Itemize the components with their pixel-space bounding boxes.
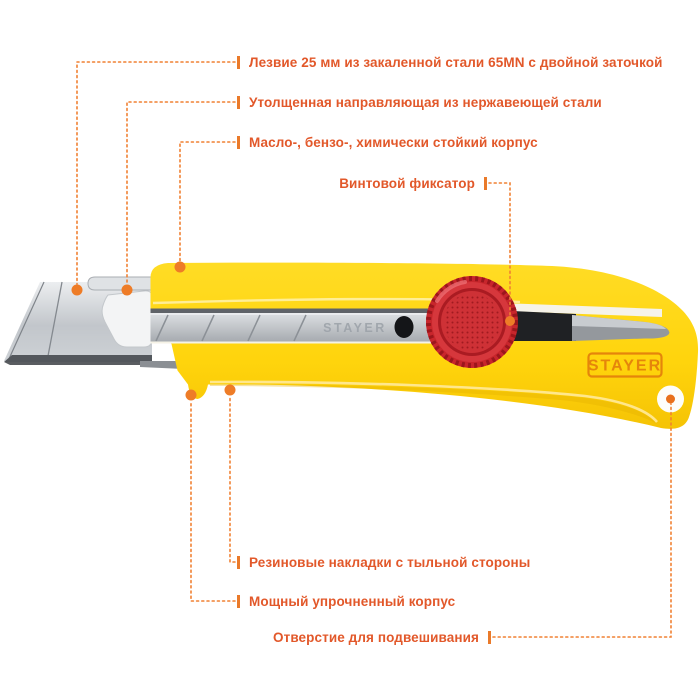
rail-pivot-hole [394, 316, 414, 338]
callout-dot-guide [121, 284, 133, 296]
callout-rubber-pads-label: Резиновые накладки с тыльной стороны [249, 555, 531, 570]
connector-screw-lock [488, 182, 511, 317]
brand-badge: STAYER [587, 352, 663, 378]
blade-edge-shadow [4, 362, 152, 365]
connector-guide [126, 101, 236, 284]
callout-dot-rubber-pads [224, 384, 236, 396]
blade-assembly [4, 276, 184, 369]
callout-tick [237, 595, 240, 608]
callout-dot-screw-lock [505, 316, 515, 326]
blade-guide-rail [87, 276, 153, 291]
channel-rail [150, 313, 433, 342]
callout-blade: Лезвие 25 мм из закаленной стали 65MN с … [237, 54, 663, 71]
callout-tick [237, 136, 240, 149]
callout-reinforced-body-label: Мощный упрочненный корпус [249, 594, 456, 609]
brand-badge-text: STAYER [588, 358, 662, 375]
channel-right-rail-shine [572, 315, 666, 329]
callout-resistant-body-label: Масло-, бензо-, химически стойкий корпус [249, 135, 538, 150]
callout-guide: Утолщенная направляющая из нержавеющей с… [237, 94, 602, 111]
rail-brand-embossed-text: STAYER [323, 321, 387, 335]
dial-highlight [435, 280, 467, 303]
blade-tip-facet-line [7, 281, 45, 362]
screw-lock-dial [426, 276, 518, 368]
channel-blade-segments [155, 314, 307, 342]
callout-guide-label: Утолщенная направляющая из нержавеющей с… [249, 95, 602, 110]
body-bottom-seam [209, 380, 659, 423]
callout-rubber-pads: Резиновые накладки с тыльной стороны [237, 554, 530, 571]
callout-resistant-body: Масло-, бензо-, химически стойкий корпус [237, 134, 538, 151]
callout-reinforced-body: Мощный упрочненный корпус [237, 593, 455, 610]
callout-blade-label: Лезвие 25 мм из закаленной стали 65MN с … [249, 55, 663, 70]
blade-channel: STAYER [150, 303, 670, 344]
knife-body [150, 262, 699, 429]
callout-screw-lock-label: Винтовой фиксатор [339, 176, 475, 191]
callout-dot-resistant-body [174, 261, 186, 273]
callout-hanging-hole-label: Отверстие для подвешивания [273, 630, 479, 645]
callout-tick [237, 556, 240, 569]
channel-top-edge [150, 308, 515, 316]
nose-underside [140, 361, 184, 369]
connector-hanging-hole [492, 403, 672, 638]
callout-connectors [76, 61, 672, 638]
connector-resistant-body [179, 141, 236, 262]
blade-segment-line [47, 281, 63, 357]
callout-hanging-hole: Отверстие для подвешивания [273, 629, 491, 646]
connector-blade [76, 61, 236, 285]
channel-right-highlight [500, 303, 662, 317]
connector-rubber-pads [229, 395, 236, 563]
callout-tick [237, 96, 240, 109]
callout-dot-reinforced-body [185, 389, 197, 401]
callout-tick [237, 56, 240, 69]
blade-cutting-edge [4, 355, 152, 362]
callout-dot-blade [71, 284, 83, 296]
connector-reinforced-body [190, 400, 236, 602]
callout-tick [484, 177, 487, 190]
channel-right-black-holder [512, 311, 576, 341]
callout-dot-hanging-hole [666, 394, 675, 404]
callout-tick [488, 631, 491, 644]
callout-screw-lock: Винтовой фиксатор [339, 175, 487, 192]
callout-dots [71, 261, 675, 404]
